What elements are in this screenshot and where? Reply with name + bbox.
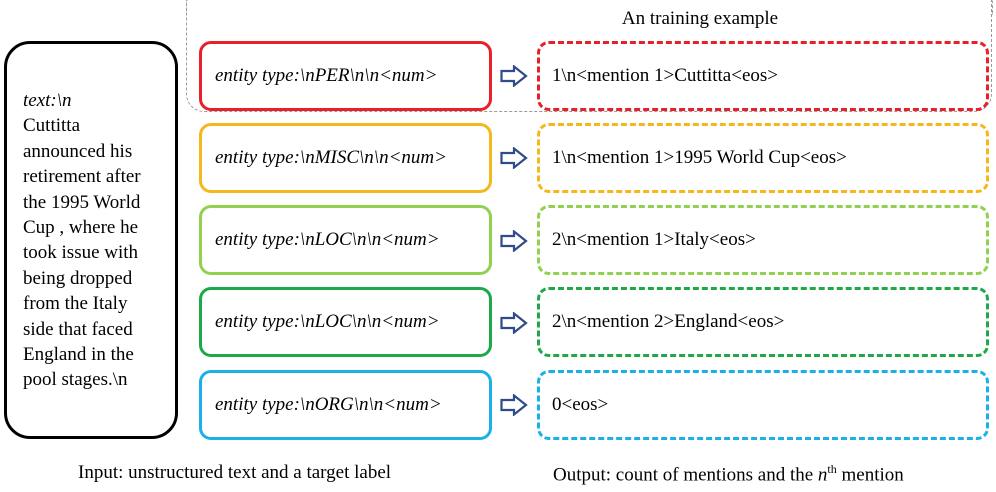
input-box-per: entity type:\nPER\n\n<num>: [199, 41, 492, 111]
right-arrow-icon: [500, 65, 528, 87]
output-box-misc: 1\n<mention 1>1995 World Cup<eos>: [537, 123, 989, 193]
input-box-org: entity type:\nORG\n\n<num>: [199, 370, 492, 440]
right-arrow-icon: [500, 147, 528, 169]
input-text-label: text:\n: [23, 90, 72, 111]
input-text-box: text:\n Cuttitta announced his retiremen…: [4, 41, 178, 439]
input-text-line: Cup , where he: [23, 217, 139, 239]
training-example-region: [185, 0, 993, 112]
input-text-line: the 1995 World: [23, 191, 141, 213]
output-caption: Output: count of mentions and the nth me…: [553, 462, 904, 486]
input-caption: Input: unstructured text and a target la…: [78, 462, 392, 483]
input-text-line: Cuttitta: [23, 115, 80, 137]
input-box-misc: entity type:\nMISC\n\n<num>: [199, 123, 492, 193]
output-caption-suffix: mention: [836, 464, 904, 486]
input-text-line: pool stages.\n: [23, 369, 128, 391]
output-caption-sup: th: [827, 462, 837, 476]
input-text-line: announced his: [23, 140, 133, 162]
output-box-per: 1\n<mention 1>Cuttitta<eos>: [537, 41, 989, 111]
input-text-line: retirement after: [23, 166, 141, 188]
input-text-line: being dropped: [23, 267, 133, 289]
right-arrow-icon: [500, 312, 528, 334]
input-text-line: took issue with: [23, 242, 139, 264]
input-box-loc-1: entity type:\nLOC\n\n<num>: [199, 205, 492, 275]
input-text-line: England in the: [23, 344, 134, 366]
right-arrow-icon: [500, 230, 528, 252]
input-text-line: side that faced: [23, 318, 133, 340]
right-arrow-icon: [500, 394, 528, 416]
input-box-loc-2: entity type:\nLOC\n\n<num>: [199, 287, 492, 357]
output-caption-var: n: [817, 464, 828, 486]
training-example-title: An training example: [621, 8, 779, 29]
output-box-loc-1: 2\n<mention 1>Italy<eos>: [537, 205, 989, 275]
input-text-line: from the Italy: [23, 293, 128, 315]
output-box-org: 0<eos>: [537, 370, 989, 440]
output-box-loc-2: 2\n<mention 2>England<eos>: [537, 287, 989, 357]
output-caption-prefix: Output: count of mentions and the: [553, 464, 818, 486]
